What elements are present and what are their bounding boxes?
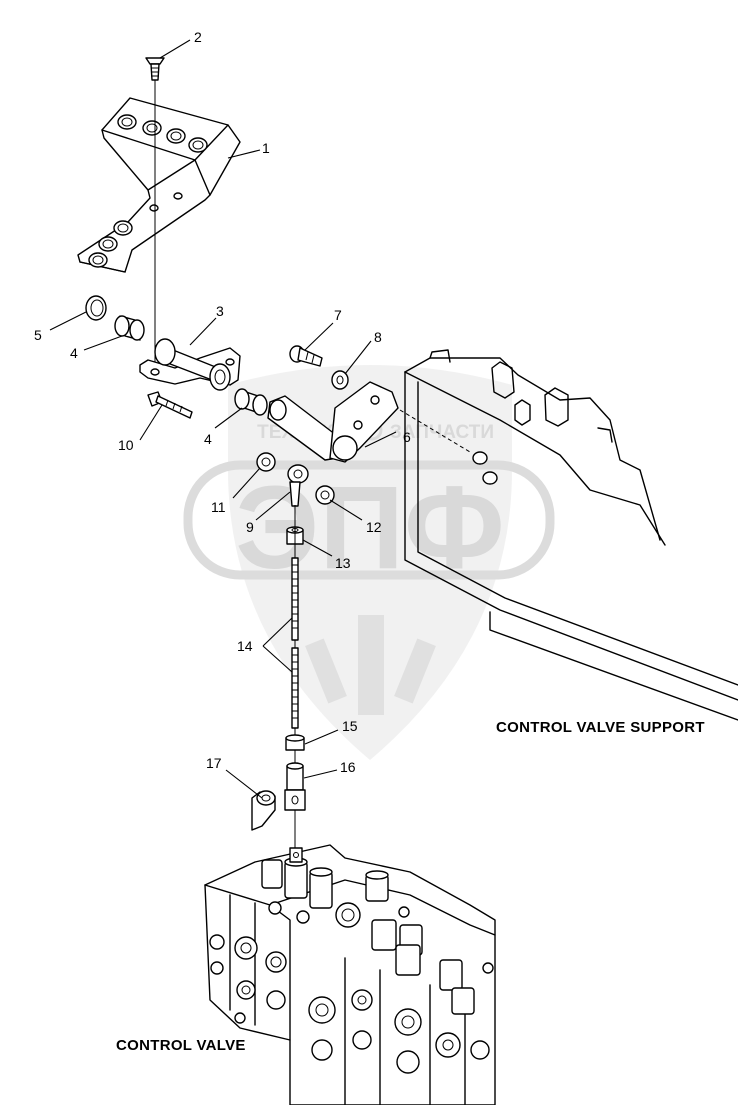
callout-13: 13 bbox=[335, 555, 351, 571]
part-15-nut bbox=[285, 734, 305, 751]
control-valve-ports bbox=[209, 934, 490, 1074]
callout-5: 5 bbox=[34, 327, 42, 343]
callout-4-lower: 4 bbox=[204, 431, 212, 447]
part-3-shaft-housing bbox=[139, 338, 241, 391]
callout-16: 16 bbox=[340, 759, 356, 775]
callout-9: 9 bbox=[246, 519, 254, 535]
part-7-bolt bbox=[289, 345, 323, 367]
caption-control-valve-support: CONTROL VALVE SUPPORT bbox=[496, 719, 705, 736]
callout-6: 6 bbox=[403, 429, 411, 445]
part-5-snap-ring bbox=[85, 295, 107, 321]
watermark-tagline-right: ЗАПЧАСТИ bbox=[390, 422, 494, 443]
callout-8: 8 bbox=[374, 329, 382, 345]
part-14-threaded-rod bbox=[291, 557, 299, 729]
part-11-spacer bbox=[256, 452, 276, 472]
bracket-holes bbox=[88, 114, 208, 268]
leader-lines bbox=[49, 39, 397, 799]
watermark-oval bbox=[183, 460, 555, 580]
callout-17: 17 bbox=[206, 755, 222, 771]
callout-14: 14 bbox=[237, 638, 253, 654]
callouts: 2 1 3 5 4 7 8 10 4 6 11 9 12 13 14 15 16… bbox=[34, 29, 411, 775]
control-valve bbox=[204, 844, 496, 1105]
callout-7: 7 bbox=[334, 307, 342, 323]
part-2-screw bbox=[145, 57, 165, 81]
callout-10: 10 bbox=[118, 437, 134, 453]
callout-15: 15 bbox=[342, 718, 358, 734]
part-17-clip bbox=[251, 790, 276, 831]
control-valve-support bbox=[399, 349, 738, 721]
part-12-nut bbox=[315, 485, 335, 505]
part-10-bolt bbox=[147, 391, 193, 419]
part-4-bushing-lower bbox=[234, 388, 268, 416]
part-16-clevis bbox=[284, 762, 306, 811]
callout-11: 11 bbox=[211, 499, 226, 515]
part-4-bushing-upper bbox=[114, 315, 145, 341]
callout-12: 12 bbox=[366, 519, 382, 535]
callout-3: 3 bbox=[216, 303, 224, 319]
part-9-rod-end bbox=[287, 464, 309, 507]
part-1-bracket bbox=[77, 97, 241, 273]
watermark-wheat-icon bbox=[305, 615, 436, 715]
callout-1: 1 bbox=[262, 140, 270, 156]
caption-control-valve: CONTROL VALVE bbox=[116, 1037, 246, 1054]
control-valve-spool-eye bbox=[289, 847, 303, 863]
control-valve-spools bbox=[261, 857, 494, 1015]
callout-4-upper: 4 bbox=[70, 345, 78, 361]
watermark: ЭПФ ТЕХНИКА ЗАПЧАСТИ bbox=[183, 365, 555, 760]
watermark-brand: ЭПФ bbox=[235, 462, 504, 594]
part-6-lever bbox=[267, 381, 399, 463]
callout-2: 2 bbox=[194, 29, 202, 45]
part-8-washer bbox=[331, 370, 349, 390]
